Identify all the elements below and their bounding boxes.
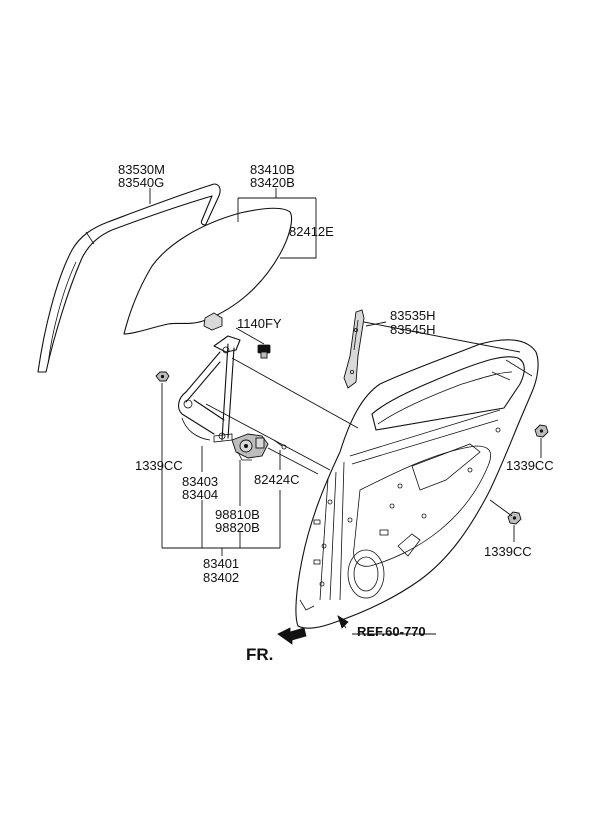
label-83402: 83402 xyxy=(203,570,239,585)
label-83530m: 83530M xyxy=(118,162,165,177)
label-82412e: 82412E xyxy=(289,224,334,239)
glass-run-seal xyxy=(37,183,221,373)
regulator-motor xyxy=(231,433,269,461)
label-1339cc-right: 1339CC xyxy=(506,458,554,473)
label-front: FR. xyxy=(246,645,273,664)
label-1140fy: 1140FY xyxy=(237,316,282,331)
glass-clip xyxy=(203,312,223,331)
window-regulator xyxy=(177,335,241,443)
label-83420b: 83420B xyxy=(250,175,295,190)
nut-left xyxy=(155,371,170,382)
label-1339cc-bottom: 1339CC xyxy=(484,544,532,559)
label-98810b: 98810B xyxy=(215,507,260,522)
label-83410b: 83410B xyxy=(250,162,295,177)
part-labels: 83530M 83540G 83410B 83420B 82412E 1140F… xyxy=(118,162,554,664)
label-83545h: 83545H xyxy=(390,322,436,337)
nut-bottom xyxy=(507,511,522,525)
door-glass xyxy=(123,207,293,335)
label-83404: 83404 xyxy=(182,487,218,502)
bolt-1140fy xyxy=(257,344,271,359)
label-83401: 83401 xyxy=(203,556,239,571)
label-ref: REF.60-770 xyxy=(357,624,426,639)
rear-channel xyxy=(343,309,365,389)
label-1339cc-left: 1339CC xyxy=(135,458,183,473)
label-82424c: 82424C xyxy=(254,472,300,487)
front-arrow-icon xyxy=(277,627,307,645)
door-inner-panel xyxy=(295,339,539,629)
leader-lines xyxy=(149,188,542,635)
label-98820b: 98820B xyxy=(215,520,260,535)
nut-right xyxy=(534,424,549,438)
label-83540g: 83540G xyxy=(118,175,164,190)
label-83403: 83403 xyxy=(182,474,218,489)
label-83535h: 83535H xyxy=(390,308,436,323)
